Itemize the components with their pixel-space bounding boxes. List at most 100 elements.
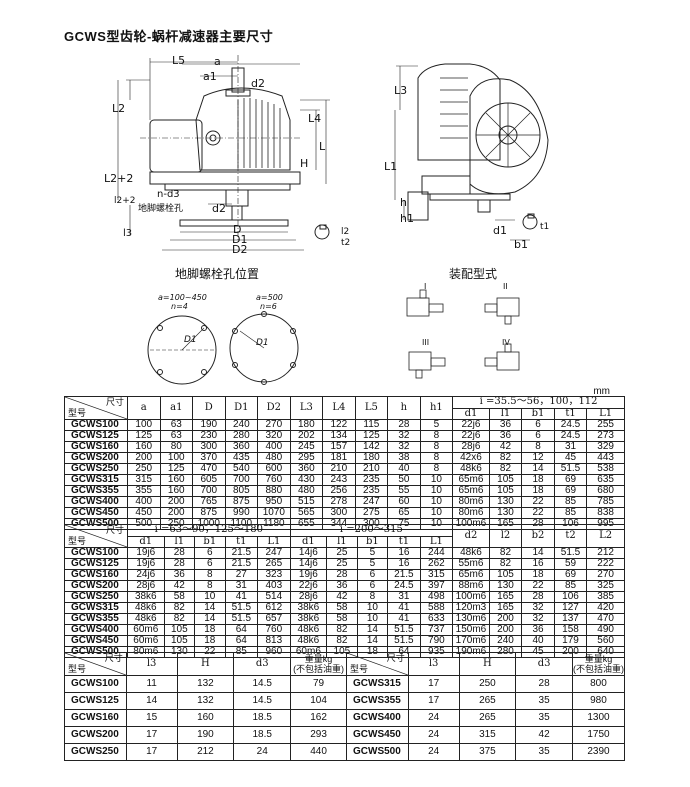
value-cell: 212	[586, 547, 625, 559]
value-cell: 14	[194, 613, 226, 625]
label-h1: h1	[400, 212, 414, 225]
value-cell: 130	[488, 507, 523, 519]
value-cell: 256	[322, 485, 356, 497]
value-cell: 270	[257, 419, 291, 431]
value-cell: 120m3	[452, 602, 490, 614]
value-cell: 190	[176, 726, 235, 744]
value-cell: 14	[521, 547, 555, 559]
value-cell: 65m6	[452, 474, 490, 486]
value-cell: 48k6	[127, 613, 165, 625]
value-cell: 15	[125, 709, 178, 727]
value-cell: 134	[322, 430, 356, 442]
value-cell: 875	[224, 496, 259, 508]
value-cell: 14	[356, 635, 389, 647]
table3-header: l3	[407, 652, 460, 676]
value-cell: 28	[163, 558, 196, 570]
value-cell: 157	[322, 441, 356, 453]
value-cell: 6	[521, 419, 555, 431]
value-cell: 605	[192, 474, 226, 486]
value-cell: 105	[488, 474, 523, 486]
value-cell: 65m6	[452, 485, 490, 497]
value-cell: 51.5	[553, 463, 588, 475]
value-cell: 17	[125, 743, 178, 761]
table2-tail-header: d2	[452, 524, 490, 548]
value-cell: 28	[515, 675, 573, 693]
value-cell: 51.5	[387, 624, 421, 636]
value-cell: 65	[387, 507, 421, 519]
value-cell: 22j6	[289, 580, 328, 592]
value-cell: 235	[354, 474, 389, 486]
value-cell: 18	[521, 474, 555, 486]
model-cell: GCWS315	[64, 602, 128, 614]
value-cell: 31	[553, 441, 588, 453]
value-cell: 63	[159, 419, 194, 431]
value-cell: 498	[419, 591, 454, 603]
value-cell: 100	[159, 452, 194, 464]
value-cell: 8	[419, 441, 454, 453]
value-cell: 14j6	[289, 558, 328, 570]
value-cell: 10	[419, 474, 454, 486]
value-cell: 16	[387, 547, 421, 559]
value-cell: 160	[159, 485, 194, 497]
value-cell: 69	[553, 485, 588, 497]
value-cell: 24.5	[387, 580, 421, 592]
value-cell: 612	[257, 602, 291, 614]
value-cell: 6	[521, 430, 555, 442]
value-cell: 10	[419, 507, 454, 519]
table1-corner: 尺寸型号	[64, 396, 128, 420]
value-cell: 28	[163, 547, 196, 559]
label-D1-right: D1	[256, 338, 269, 348]
label-L5: L5	[172, 54, 186, 67]
table3-corner-right: 尺寸型号	[346, 652, 409, 676]
value-cell: 397	[419, 580, 454, 592]
table3-corner-left: 尺寸型号	[64, 652, 127, 676]
value-cell: 130m6	[452, 613, 490, 625]
model-cell: GCWS355	[64, 485, 128, 497]
value-cell: 48k6	[127, 602, 165, 614]
value-cell: 5	[356, 547, 389, 559]
value-cell: 200	[488, 624, 523, 636]
value-cell: 6	[194, 547, 226, 559]
label-D1: D1	[232, 233, 248, 246]
model-cell: GCWS400	[64, 624, 128, 636]
value-cell: 10	[356, 602, 389, 614]
value-cell: 106	[553, 591, 588, 603]
value-cell: 104	[290, 692, 347, 710]
caption-assembly-types: 装配型式	[449, 267, 498, 281]
value-cell: 8	[194, 569, 226, 581]
value-cell: 480	[257, 452, 291, 464]
label-d1: d1	[493, 224, 507, 237]
model-cell: GCWS125	[64, 558, 128, 570]
value-cell: 82	[488, 558, 523, 570]
table1-header: L5	[354, 396, 389, 420]
value-cell: 42x6	[452, 452, 490, 464]
value-cell: 21.5	[387, 569, 421, 581]
value-cell: 59	[553, 558, 588, 570]
table3-header: H	[176, 652, 235, 676]
value-cell: 60m6	[127, 635, 165, 647]
value-cell: 8	[419, 452, 454, 464]
value-cell: 19j6	[289, 569, 328, 581]
value-cell: 18	[194, 624, 226, 636]
value-cell: 280	[224, 430, 259, 442]
caption-foot-bolt-holes: 地脚螺栓孔位置	[175, 267, 260, 281]
value-cell: 1300	[571, 709, 626, 727]
value-cell: 14.5	[233, 692, 292, 710]
value-cell: 5	[356, 558, 389, 570]
value-cell: 48k6	[289, 624, 328, 636]
value-cell: 24.5	[553, 419, 588, 431]
value-cell: 10	[419, 485, 454, 497]
value-cell: 48k6	[452, 547, 490, 559]
table2-subheader: d1	[289, 535, 328, 548]
value-cell: 700	[224, 474, 259, 486]
value-cell: 240	[488, 635, 523, 647]
value-cell: 202	[289, 430, 324, 442]
value-cell: 360	[289, 463, 324, 475]
model-cell: GCWS250	[64, 743, 127, 761]
value-cell: 300	[322, 507, 356, 519]
